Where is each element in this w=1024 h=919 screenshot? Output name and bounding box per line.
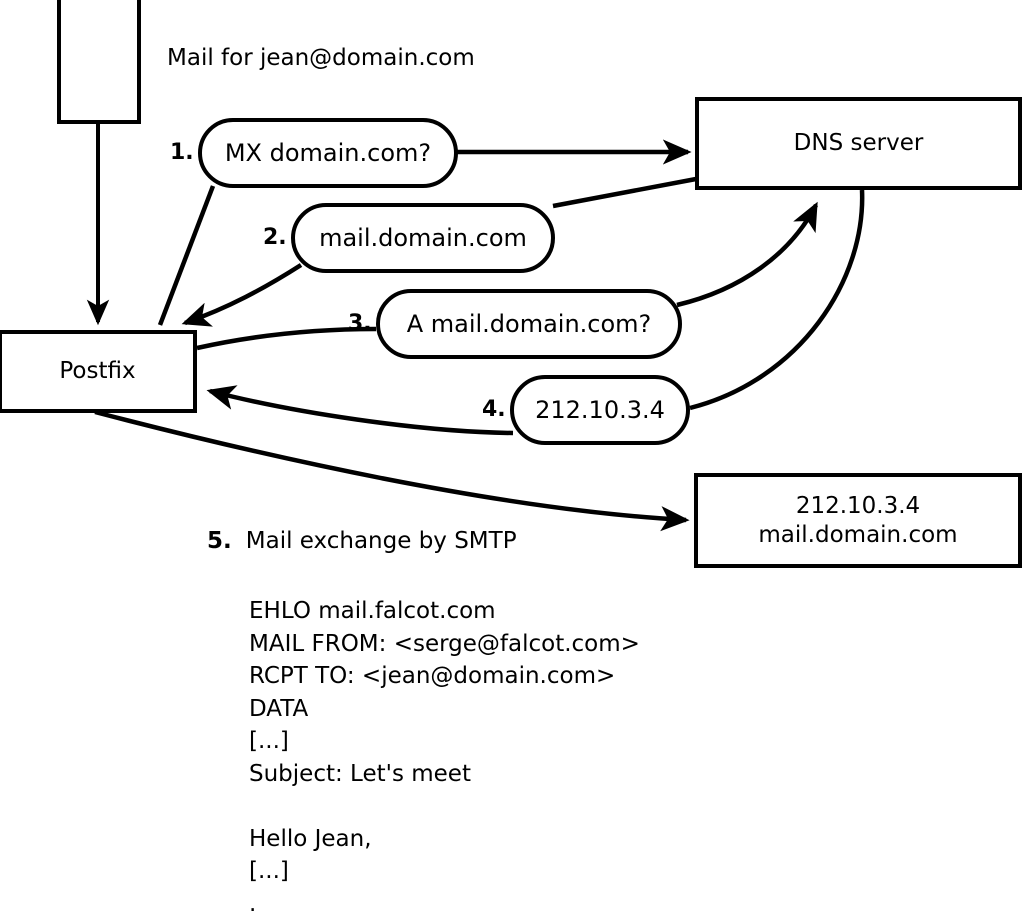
bubble-step-2[interactable]: mail.domain.com <box>291 203 555 273</box>
step-number-3: 3. <box>348 311 372 336</box>
page-title: Mail for jean@domain.com <box>167 45 475 71</box>
step-number-4: 4. <box>482 397 506 422</box>
connector-postfix-to-mailserver <box>94 409 690 532</box>
node-dns-server-label: DNS server <box>793 130 924 157</box>
step-number-1: 1. <box>170 140 194 165</box>
bubble-step-1-label: MX domain.com? <box>224 139 432 167</box>
node-destination-mail-server[interactable]: 212.10.3.4 mail.domain.com <box>694 473 1022 568</box>
node-mail-user-agent[interactable] <box>57 0 141 124</box>
bubble-step-3[interactable]: A mail.domain.com? <box>376 289 682 359</box>
node-destination-hostname: mail.domain.com <box>758 521 958 548</box>
connector-postfix-to-step3 <box>196 326 377 351</box>
step-number-5: 5. <box>207 528 232 554</box>
bubble-step-4-label: 212.10.3.4 <box>535 396 665 424</box>
connector-step3-to-dns <box>676 201 818 308</box>
node-destination-ip: 212.10.3.4 <box>795 493 921 520</box>
connector-dns-to-step2 <box>552 176 697 209</box>
node-dns-server[interactable]: DNS server <box>695 97 1022 190</box>
step-5-label-group: 5. Mail exchange by SMTP <box>207 528 517 554</box>
bubble-step-1[interactable]: MX domain.com? <box>198 118 458 188</box>
connector-dns-to-step4 <box>689 189 865 411</box>
connector-step1-tail <box>157 185 216 326</box>
node-postfix[interactable]: Postfix <box>0 330 197 413</box>
connector-step4-to-postfix <box>206 385 514 436</box>
smtp-transcript: EHLO mail.falcot.com MAIL FROM: <serge@f… <box>249 598 640 917</box>
step-5-label: Mail exchange by SMTP <box>245 528 517 554</box>
step-number-2: 2. <box>263 225 287 250</box>
connector-step2-to-postfix <box>181 263 303 327</box>
bubble-step-3-label: A mail.domain.com? <box>406 310 652 338</box>
bubble-step-2-label: mail.domain.com <box>319 224 527 252</box>
node-postfix-label: Postfix <box>59 358 136 385</box>
bubble-step-4[interactable]: 212.10.3.4 <box>510 375 690 445</box>
